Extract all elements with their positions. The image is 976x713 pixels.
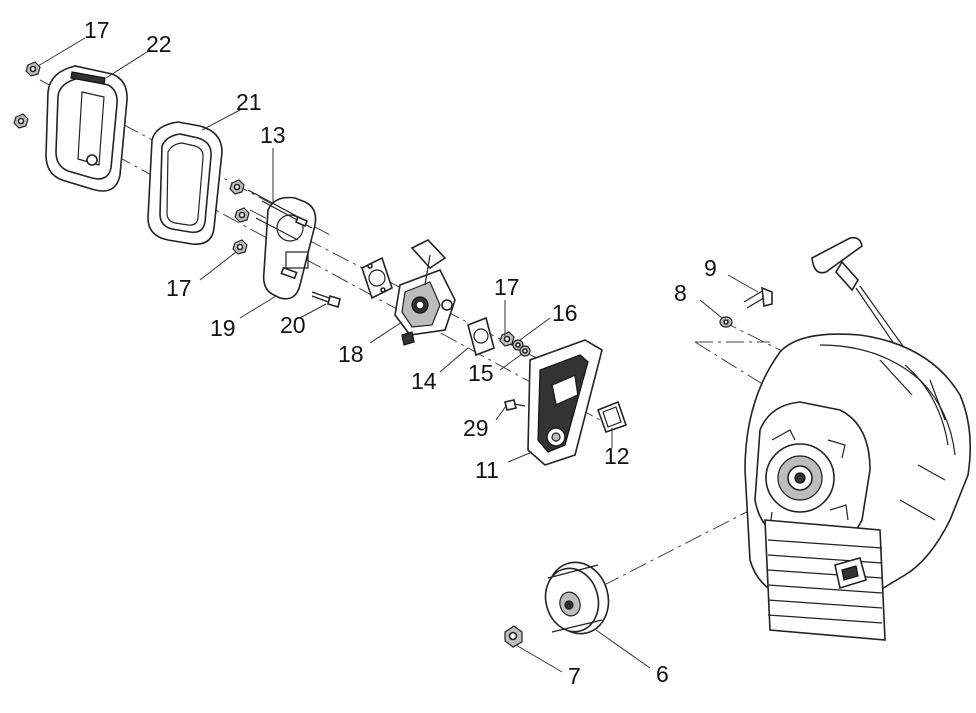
callout-18: 18	[338, 341, 364, 367]
callout-6: 6	[656, 661, 669, 687]
air-filter-element	[147, 121, 223, 245]
callout-20: 20	[280, 312, 306, 338]
intake-manifold	[527, 339, 603, 466]
washer-16	[512, 339, 524, 351]
engine-assembly	[744, 236, 972, 641]
callout-15: 15	[468, 360, 494, 386]
carburetor-gasket-upper	[361, 256, 393, 300]
callout-13: 13	[260, 122, 286, 148]
air-filter-cover	[45, 65, 128, 192]
nut-7	[504, 625, 523, 648]
callout-21: 21	[236, 89, 262, 115]
nut-17-upper-left	[25, 61, 41, 77]
nut-17-lower-left	[13, 113, 29, 129]
nut-17-plate-top	[229, 179, 245, 195]
nut-17-plate-mid	[234, 207, 250, 223]
callout-19: 19	[210, 315, 236, 341]
callout-9: 9	[704, 255, 717, 281]
manifold-gasket	[596, 400, 628, 434]
callout-labels: 17 22 21 13 17 19 20 18 17 16 14 15 29 1…	[84, 17, 717, 689]
bolt-9	[743, 286, 773, 309]
screw-29	[504, 399, 526, 411]
air-filter-back-plate	[247, 189, 317, 300]
clutch-drum	[544, 561, 610, 635]
callout-22: 22	[146, 31, 172, 57]
callout-17-manifold: 17	[494, 274, 520, 300]
callout-14: 14	[411, 368, 437, 394]
carburetor	[394, 239, 456, 346]
callout-29: 29	[463, 415, 489, 441]
callout-12: 12	[604, 443, 630, 469]
callout-17-left: 17	[166, 275, 192, 301]
washer-8	[719, 316, 733, 328]
callout-16: 16	[552, 300, 578, 326]
leader-lines	[37, 37, 759, 673]
nut-17-plate-low	[232, 239, 248, 255]
callout-11: 11	[475, 457, 499, 483]
callout-17-top: 17	[84, 17, 110, 43]
callout-7: 7	[568, 663, 581, 689]
carburetor-gasket-lower	[467, 316, 495, 357]
screw-20	[311, 291, 341, 309]
nut-17-manifold	[499, 331, 515, 347]
callout-8: 8	[674, 280, 687, 306]
washer-15	[519, 345, 531, 357]
